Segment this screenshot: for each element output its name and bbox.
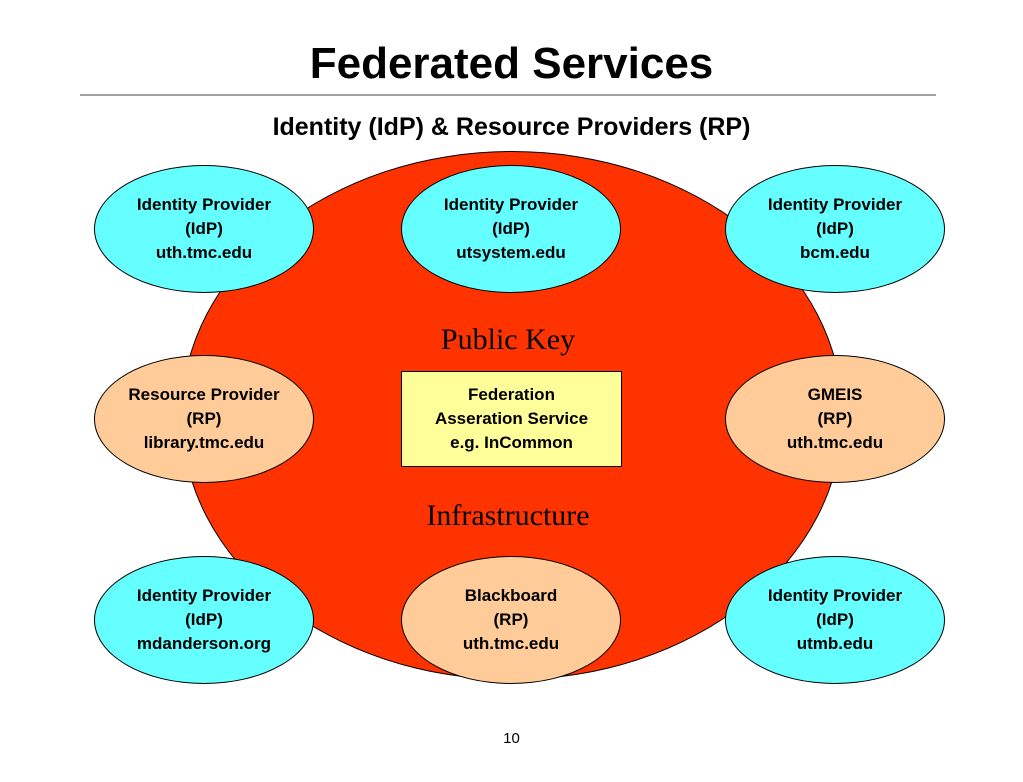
infrastructure-label-bottom: Infrastructure [426,499,590,532]
infrastructure-label-top: Public Key [440,323,576,356]
node-line-1: GMEIS [807,385,863,404]
node-rp-gmeis: GMEIS (RP) uth.tmc.edu [725,355,945,483]
title-divider [80,94,936,96]
node-line-3: uth.tmc.edu [155,243,253,262]
slide-subtitle: Identity (IdP) & Resource Providers (RP) [272,113,751,141]
federation-line-3: e.g. InCommon [450,433,573,452]
page-number: 10 [503,730,520,747]
node-line-3: mdanderson.org [136,634,272,653]
node-line-1: Identity Provider [767,586,903,605]
node-line-3: library.tmc.edu [143,433,265,452]
node-line-2: (IdP) [492,219,530,238]
slide-title: Federated Services [309,39,714,88]
node-idp-utsystem: Identity Provider (IdP) utsystem.edu [401,165,621,293]
node-line-3: utmb.edu [796,634,874,653]
node-idp-bcm: Identity Provider (IdP) bcm.edu [725,165,945,293]
federation-line-2: Asseration Service [434,409,589,428]
federation-line-1: Federation [468,385,555,404]
node-line-2: (RP) [817,409,853,428]
node-line-1: Identity Provider [443,195,579,214]
node-line-1: Identity Provider [136,586,272,605]
node-rp-blackboard: Blackboard (RP) uth.tmc.edu [401,556,621,684]
node-line-3: uth.tmc.edu [462,634,560,653]
node-line-2: (IdP) [816,610,854,629]
node-line-1: Resource Provider [128,385,280,404]
node-line-2: (RP) [493,610,529,629]
node-line-3: uth.tmc.edu [786,433,884,452]
node-line-3: utsystem.edu [456,243,566,262]
node-line-1: Identity Provider [136,195,272,214]
node-line-1: Blackboard [464,586,558,605]
node-line-1: Identity Provider [767,195,903,214]
node-idp-uth: Identity Provider (IdP) uth.tmc.edu [94,165,314,293]
node-line-2: (IdP) [185,610,223,629]
node-line-2: (IdP) [816,219,854,238]
node-idp-mdanderson: Identity Provider (IdP) mdanderson.org [94,556,314,684]
node-rp-library: Resource Provider (RP) library.tmc.edu [94,355,314,483]
node-line-3: bcm.edu [800,243,870,262]
node-idp-utmb: Identity Provider (IdP) utmb.edu [725,556,945,684]
node-line-2: (IdP) [185,219,223,238]
node-line-2: (RP) [186,409,222,428]
federation-assertion-service-box: Federation Asseration Service e.g. InCom… [401,371,622,467]
